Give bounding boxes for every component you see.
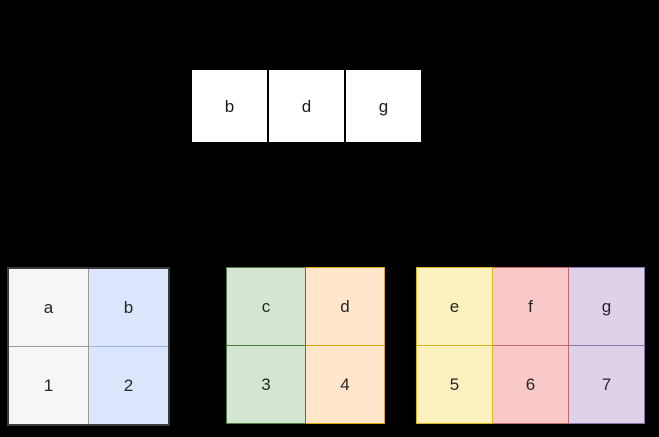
- cell-right-5[interactable]: 5: [416, 345, 493, 424]
- table-row: 3 4: [226, 345, 385, 424]
- cell-mid-3[interactable]: 3: [226, 345, 306, 424]
- cell-right-f[interactable]: f: [492, 267, 569, 346]
- cell-right-g[interactable]: g: [568, 267, 645, 346]
- table-row: 1 2: [7, 346, 170, 426]
- cell-right-e[interactable]: e: [416, 267, 493, 346]
- table-row: 5 6 7: [416, 345, 645, 424]
- table-row: a b: [7, 267, 170, 347]
- cell-left-2[interactable]: 2: [88, 346, 170, 426]
- cell-left-b[interactable]: b: [88, 267, 170, 347]
- cell-right-7[interactable]: 7: [568, 345, 645, 424]
- cell-left-a[interactable]: a: [7, 267, 89, 347]
- cell-top-b[interactable]: b: [190, 68, 269, 144]
- cell-right-6[interactable]: 6: [492, 345, 569, 424]
- header-row-table: b d g: [190, 68, 423, 144]
- middle-source-table: c d 3 4: [226, 267, 385, 424]
- cell-left-1[interactable]: 1: [7, 346, 89, 426]
- left-source-table: a b 1 2: [7, 267, 170, 426]
- cell-top-g[interactable]: g: [344, 68, 423, 144]
- cell-mid-d[interactable]: d: [305, 267, 385, 346]
- cell-mid-c[interactable]: c: [226, 267, 306, 346]
- right-source-table: e f g 5 6 7: [416, 267, 645, 424]
- cell-top-d[interactable]: d: [267, 68, 346, 144]
- cell-mid-4[interactable]: 4: [305, 345, 385, 424]
- table-row: c d: [226, 267, 385, 346]
- table-row: e f g: [416, 267, 645, 346]
- table-row: b d g: [190, 68, 423, 144]
